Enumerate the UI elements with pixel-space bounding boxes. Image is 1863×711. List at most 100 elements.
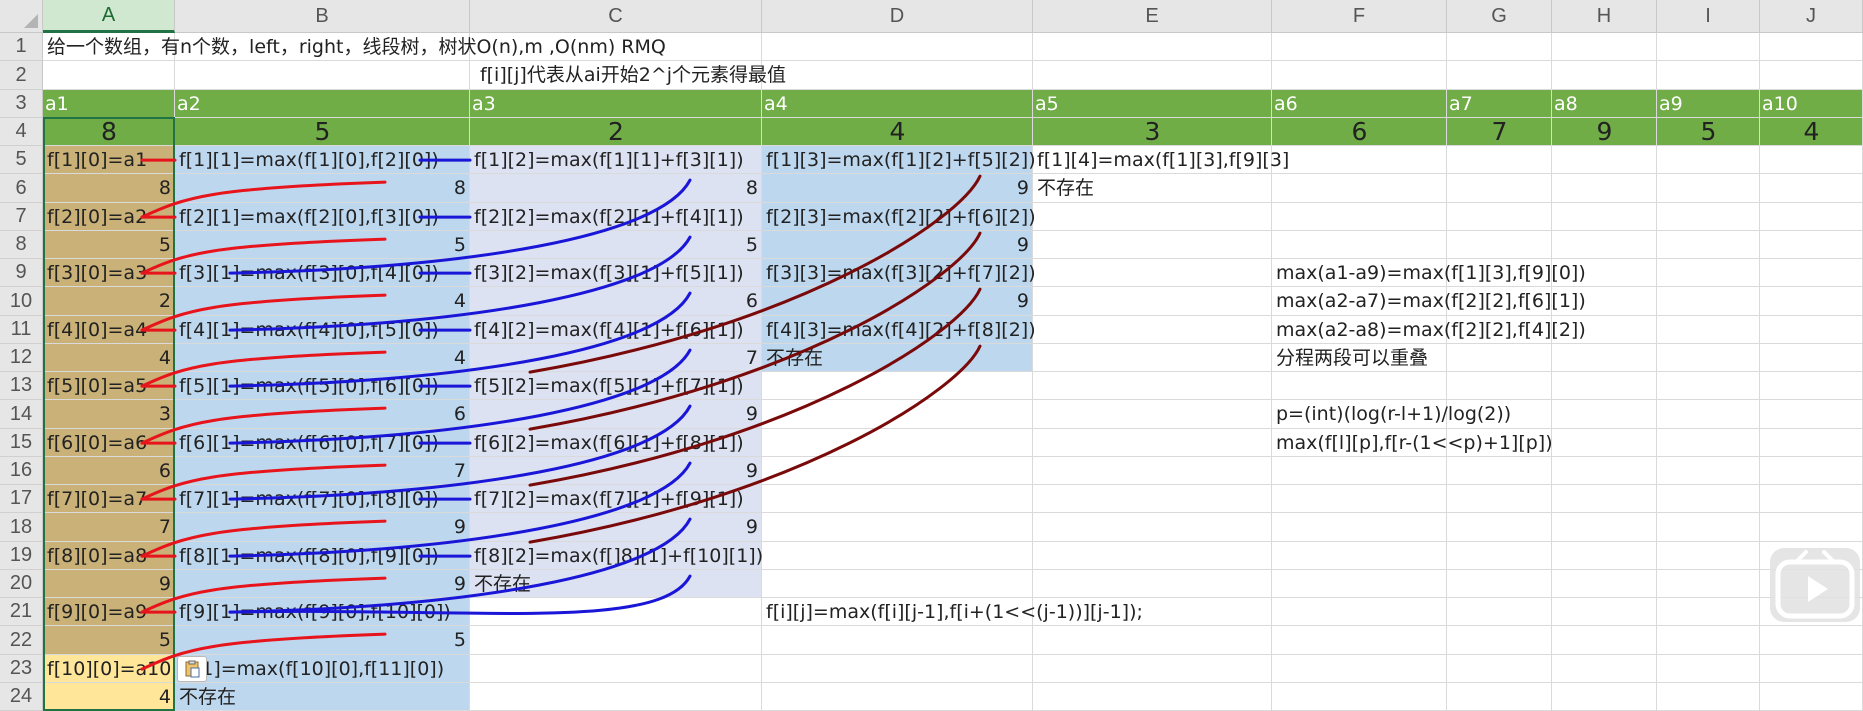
cell-b-r12[interactable]: 4 <box>453 347 466 369</box>
cell-a-r15[interactable]: f[6][0]=a6 <box>47 432 148 454</box>
cell-d-r8[interactable]: 9 <box>1016 234 1029 256</box>
cell-e6[interactable]: 不存在 <box>1037 177 1095 199</box>
cell-a-r12[interactable]: 4 <box>158 347 171 369</box>
header-value-1[interactable]: 8 <box>101 117 117 146</box>
cell-b-r7[interactable]: f[2][1]=max(f[2][0],f[3][0]) <box>179 206 439 228</box>
cell-a-r5[interactable]: f[1][0]=a1 <box>47 149 148 171</box>
row-header-23[interactable]: 23 <box>0 655 43 683</box>
cell-f10[interactable]: max(a2-a7)=max(f[2][2],f[6][1]) <box>1276 290 1586 312</box>
header-label-a1[interactable]: a1 <box>45 93 69 115</box>
cell-c-r7[interactable]: f[2][2]=max(f[2][1]+f[4][1]) <box>474 206 744 228</box>
header-value-6[interactable]: 6 <box>1351 117 1368 146</box>
cell-c-r8[interactable]: 5 <box>745 234 758 256</box>
cell-a-r16[interactable]: 6 <box>158 460 171 482</box>
row-header-6[interactable]: 6 <box>0 174 43 203</box>
cell-a-r17[interactable]: f[7][0]=a7 <box>47 488 148 510</box>
header-value-9[interactable]: 5 <box>1700 117 1717 146</box>
cell-c-r19[interactable]: f[8][2]=max(f[]8][1]+f[10][1]) <box>474 545 764 567</box>
row-header-20[interactable]: 20 <box>0 570 43 598</box>
row-header-16[interactable]: 16 <box>0 457 43 485</box>
cell-d-r9[interactable]: f[3][3]=max(f[3][2]+f[7][2]) <box>766 262 1036 284</box>
row-header-7[interactable]: 7 <box>0 203 43 231</box>
cell-a-r14[interactable]: 3 <box>158 403 171 425</box>
column-header-i[interactable]: I <box>1657 0 1760 33</box>
header-label-a6[interactable]: a6 <box>1274 93 1298 115</box>
header-label-a7[interactable]: a7 <box>1449 93 1473 115</box>
column-header-d[interactable]: D <box>762 0 1033 33</box>
row-header-14[interactable]: 14 <box>0 400 43 429</box>
row-header-21[interactable]: 21 <box>0 598 43 626</box>
cell-a-r10[interactable]: 2 <box>158 290 171 312</box>
cell-c-r9[interactable]: f[3][2]=max(f[3][1]+f[5][1]) <box>474 262 744 284</box>
cell-b-r18[interactable]: 9 <box>453 516 466 538</box>
column-header-g[interactable]: G <box>1447 0 1552 33</box>
cell-b-r20[interactable]: 9 <box>453 573 466 595</box>
cell-a-r9[interactable]: f[3][0]=a3 <box>47 262 148 284</box>
cell-b-r16[interactable]: 7 <box>453 460 466 482</box>
cell-e5[interactable]: f[1][4]=max(f[1][3],f[9][3] <box>1037 149 1290 171</box>
header-value-5[interactable]: 3 <box>1144 117 1161 146</box>
header-label-a8[interactable]: a8 <box>1554 93 1578 115</box>
row-header-1[interactable]: 1 <box>0 33 43 61</box>
cell-c-r15[interactable]: f[6][2]=max(f[6][1]+f[8][1]) <box>474 432 744 454</box>
header-label-a3[interactable]: a3 <box>472 93 496 115</box>
cell-c-r13[interactable]: f[5][2]=max(f[5][1]+f[7][1]) <box>474 375 744 397</box>
cell-d21[interactable]: f[i][j]=max(f[i][j-1],f[i+(1<<(j-1))][j-… <box>766 601 1143 623</box>
cell-c-r17[interactable]: f[7][2]=max(f[7][1]+f[9][1]) <box>474 488 744 510</box>
header-label-a10[interactable]: a10 <box>1762 93 1798 115</box>
cell-b-r14[interactable]: 6 <box>453 403 466 425</box>
row-header-19[interactable]: 19 <box>0 542 43 570</box>
column-header-a[interactable]: A <box>43 0 175 33</box>
cell-a-r6[interactable]: 8 <box>158 177 171 199</box>
cell-c-r6[interactable]: 8 <box>745 177 758 199</box>
cell-c-r5[interactable]: f[1][2]=max(f[1][1]+f[3][1]) <box>474 149 744 171</box>
header-label-a5[interactable]: a5 <box>1035 93 1059 115</box>
cell-a-r24[interactable]: 4 <box>158 686 171 708</box>
cell-a-r23[interactable]: f[10][0]=a10 <box>47 658 172 680</box>
header-value-7[interactable]: 7 <box>1491 117 1508 146</box>
cell-c-r18[interactable]: 9 <box>745 516 758 538</box>
cell-a-r13[interactable]: f[5][0]=a5 <box>47 375 148 397</box>
header-value-2[interactable]: 5 <box>314 117 331 146</box>
cell-f12[interactable]: 分程两段可以重叠 <box>1276 347 1429 369</box>
row-header-17[interactable]: 17 <box>0 485 43 513</box>
row-header-2[interactable]: 2 <box>0 61 43 90</box>
cell-a-r8[interactable]: 5 <box>158 234 171 256</box>
cell-c-r16[interactable]: 9 <box>745 460 758 482</box>
header-label-a2[interactable]: a2 <box>177 93 201 115</box>
cell-d-r11[interactable]: f[4][3]=max(f[4][2]+f[8][2]) <box>766 319 1036 341</box>
cell-a-r18[interactable]: 7 <box>158 516 171 538</box>
column-header-e[interactable]: E <box>1033 0 1272 33</box>
header-value-8[interactable]: 9 <box>1596 117 1613 146</box>
row-header-3[interactable]: 3 <box>0 90 43 118</box>
header-value-10[interactable]: 4 <box>1803 117 1820 146</box>
row-header-18[interactable]: 18 <box>0 513 43 542</box>
cell-f9[interactable]: max(a1-a9)=max(f[1][3],f[9][0]) <box>1276 262 1586 284</box>
row-header-13[interactable]: 13 <box>0 372 43 400</box>
paste-options-icon[interactable] <box>177 656 207 682</box>
cell-b-r8[interactable]: 5 <box>453 234 466 256</box>
play-icon[interactable] <box>1770 548 1860 622</box>
cell-d-r12[interactable]: 不存在 <box>766 347 824 369</box>
cell-b-r22[interactable]: 5 <box>453 629 466 651</box>
header-value-3[interactable]: 2 <box>608 117 624 146</box>
row-header-4[interactable]: 4 <box>0 118 43 146</box>
cell-a-r21[interactable]: f[9][0]=a9 <box>47 601 148 623</box>
cell-f15[interactable]: max(f[l][p],f[r-(1<<p)+1][p]) <box>1276 432 1553 454</box>
header-label-a9[interactable]: a9 <box>1659 93 1683 115</box>
cell-c-r12[interactable]: 7 <box>745 347 758 369</box>
row-header-5[interactable]: 5 <box>0 146 43 174</box>
row-header-22[interactable]: 22 <box>0 626 43 655</box>
select-all-corner[interactable] <box>0 0 43 33</box>
cell-a-r22[interactable]: 5 <box>158 629 171 651</box>
cell-f14[interactable]: p=(int)(log(r-l+1)/log(2)) <box>1276 403 1512 425</box>
column-header-h[interactable]: H <box>1552 0 1657 33</box>
cell-b-r6[interactable]: 8 <box>453 177 466 199</box>
row-header-9[interactable]: 9 <box>0 259 43 287</box>
row-header-8[interactable]: 8 <box>0 231 43 259</box>
column-header-j[interactable]: J <box>1760 0 1863 33</box>
cell-c-r14[interactable]: 9 <box>745 403 758 425</box>
cell-d-r5[interactable]: f[1][3]=max(f[1][2]+f[5][2]) <box>766 149 1036 171</box>
row-header-12[interactable]: 12 <box>0 344 43 372</box>
